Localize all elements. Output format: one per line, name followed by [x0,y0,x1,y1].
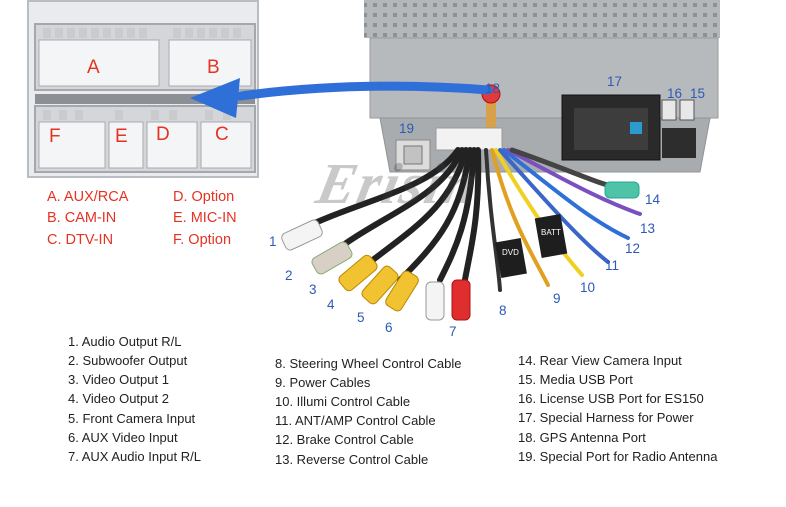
connector-letter-d: D [156,124,170,145]
connector-letter-a: A [87,57,100,78]
tag-dvd [495,238,527,278]
legend-b: B. CAM-IN [47,210,117,226]
desc-16: 16. License USB Port for ES150 [518,391,704,406]
tag-batt [534,214,568,258]
connector-d-body [146,121,198,169]
connector-drawing [34,23,256,173]
connector-c-body [200,121,252,169]
usb-port-16 [661,99,677,121]
cable-number-12: 12 [625,241,641,256]
desc-10: 10. Illumi Control Cable [275,394,411,409]
connector-e-body [108,121,144,169]
connector-letter-f: F [49,126,61,147]
cable-number-13: 13 [640,221,656,236]
connector-letter-b: B [207,57,220,78]
desc-17: 17. Special Harness for Power [518,410,694,425]
cable-bundle [297,147,642,292]
arrow-head [190,78,240,118]
harness-plug [435,127,503,151]
cable-number-6: 6 [385,320,393,335]
desc-15: 15. Media USB Port [518,372,633,387]
legend-f: F. Option [173,232,232,248]
cable-number-3: 3 [309,282,317,297]
desc-7: 7. AUX Audio Input R/L [68,449,201,464]
desc-6: 6. AUX Video Input [68,430,178,445]
cable-number-10: 10 [580,280,596,295]
legend-e: E. MIC-IN [173,210,237,226]
port-number-18: 18 [485,81,501,96]
usb-port-15 [679,99,695,121]
head-unit-drawing [190,0,720,321]
port-number-19: 19 [399,121,415,136]
legend-c: C. DTV-IN [47,232,114,248]
desc-13: 13. Reverse Control Cable [275,452,429,467]
cable-number-2: 2 [285,268,293,283]
desc-4: 4. Video Output 2 [68,391,169,406]
chassis-top-vents [364,0,720,38]
cable-number-1: 1 [269,234,277,249]
connector-letter-e: E [115,126,128,147]
port-number-17: 17 [607,74,623,89]
tag-batt-text: BATT [541,228,561,237]
cable-number-11: 11 [605,258,620,273]
desc-18: 18. GPS Antenna Port [518,430,646,445]
connector-a-body [38,39,160,87]
connector-inset: A B F E D C [27,0,259,178]
legend-d: D. Option [173,189,235,205]
legend-a: A. AUX/RCA [47,189,129,205]
desc-3: 3. Video Output 1 [68,372,169,387]
desc-5: 5. Front Camera Input [68,411,196,426]
cable-number-8: 8 [499,303,507,318]
tag-dvd-text: DVD [502,248,519,257]
camera-input-plug [604,181,640,199]
port-number-16: 16 [667,86,683,101]
desc-19: 19. Special Port for Radio Antenna [518,449,718,464]
rca-plugs [281,181,640,321]
desc-14: 14. Rear View Camera Input [518,353,682,368]
connector-divider [35,94,255,104]
desc-1: 1. Audio Output R/L [68,334,182,349]
port-number-15: 15 [690,86,706,101]
desc-8: 8. Steering Wheel Control Cable [275,356,462,371]
cable-number-4: 4 [327,297,335,312]
cable-number-5: 5 [357,310,365,325]
connector-b-body [168,39,252,87]
desc-9: 9. Power Cables [275,375,371,390]
gps-antenna-port [486,96,496,136]
arrow-shaft [235,81,493,101]
connector-letter-c: C [215,124,229,145]
connector-f-body [38,121,106,169]
desc-2: 2. Subwoofer Output [68,353,188,368]
usb-port-housing [662,128,696,158]
desc-12: 12. Brake Control Cable [275,432,414,447]
desc-11: 11. ANT/AMP Control Cable [275,413,436,428]
cable-number-7: 7 [449,324,457,339]
cable-number-14: 14 [645,192,661,207]
cable-number-9: 9 [553,291,561,306]
brand-watermark: Erisin [311,151,486,216]
